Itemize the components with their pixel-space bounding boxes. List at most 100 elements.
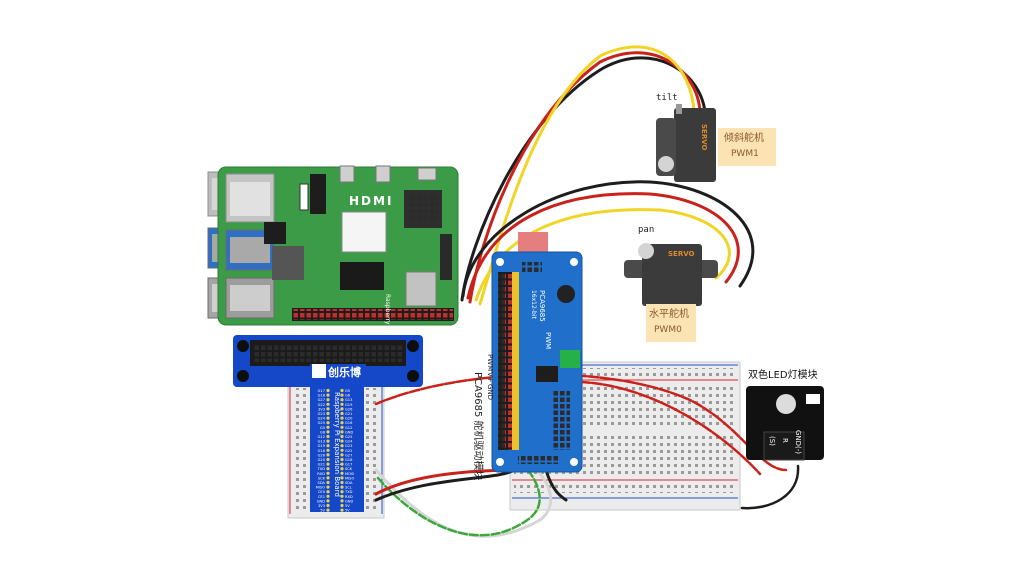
cobbler-left-pin-label: G17: [318, 389, 325, 393]
cobbler-right-pin-label: G5: [345, 389, 350, 393]
cobbler-left-pin-label: G24: [318, 417, 326, 421]
cobbler-left-pin-label: G25: [318, 421, 325, 425]
cobbler-right-pin-dot: [340, 425, 344, 429]
pca-side-label-gnd: GND: [486, 384, 494, 400]
cobbler-left-pin-label: G18: [318, 394, 326, 398]
cobbler-right-pin-label: SCL: [345, 486, 352, 490]
cobbler-right-pin-label: G27: [345, 453, 352, 457]
cobbler-left-pin-label: G13: [318, 440, 325, 444]
cobbler-right-pin-label: G23: [345, 444, 352, 448]
cobbler-left-pin-dot: [326, 411, 330, 416]
cobbler-right-pin-dot: [340, 448, 344, 452]
cobbler-vertical-text: Raspberry Pi Expansion Board: [333, 392, 341, 497]
cobbler-brand: 创乐博: [327, 365, 361, 379]
cobbler-right-pin-dot: [340, 457, 344, 462]
pca-model-label: PCA9685: [538, 290, 546, 322]
cobbler-left-pin-dot: [326, 416, 330, 420]
cobbler-right-pin-dot: [340, 416, 344, 420]
tilt-label: tilt: [656, 93, 678, 103]
wire-pan-red: [466, 192, 740, 300]
pca-side-label-pwm: PWM: [486, 354, 494, 371]
pan-servo-brand: SERVO: [668, 250, 695, 258]
cobbler-left-pin-dot: [326, 393, 330, 397]
cobbler-left-pin-label: G26: [318, 453, 326, 457]
cobbler-right-pin-label: MISO: [345, 476, 354, 480]
cobbler-right-pin-label: G24: [345, 440, 353, 444]
led-pin-gnd: GND(-): [794, 430, 802, 454]
cobbler-left-pin-dot: [326, 425, 330, 429]
cobbler-left-pin-label: G12: [318, 435, 325, 439]
cobbler-right-pin-dot: [340, 430, 344, 434]
cobbler-right-pin-label: TXD: [344, 490, 353, 494]
cobbler-left-pin-dot: [326, 407, 330, 411]
cobbler-right-pin-dot: [340, 485, 344, 489]
cobbler-right-pin-label: G25: [345, 435, 352, 439]
cobbler-left-pin-dot: [326, 476, 330, 480]
cobbler-left-pin-dot: [326, 402, 330, 406]
cobbler-left-pin-dot: [326, 457, 330, 462]
wire-gnd-black: [544, 468, 568, 502]
wire-i2c-green: [376, 468, 541, 537]
cobbler-right-pin-dot: [340, 494, 344, 498]
wire-led-black: [740, 464, 800, 510]
t-cobbler-board: 创乐博 Raspberry Pi Expansion Board G17G18G…: [233, 335, 423, 513]
cobbler-left-pin-dot: [326, 398, 330, 402]
cobbler-right-pin-dot: [340, 503, 344, 508]
cobbler-right-pin-label: G20: [345, 417, 353, 421]
tilt-servo-brand: SERVO: [700, 124, 708, 151]
pi-model-label: Raspberry Pi 5: [384, 294, 391, 337]
cobbler-right-pin-dot: [340, 421, 344, 425]
cobbler-right-pin-dot: [340, 471, 344, 475]
cobbler-right-pins: G5G6G13G19G26G21G20G16G12GNDG25G24G23G22…: [340, 388, 354, 513]
cobbler-left-pin-dot: [326, 439, 330, 443]
led-pin-r: R: [781, 438, 789, 443]
cobbler-left-pin-label: MISO: [316, 486, 325, 490]
cobbler-right-pin-dot: [340, 398, 344, 402]
cobbler-right-pin-dot: [340, 508, 344, 512]
cobbler-left-pins: G17G18G27G223V3G23G24G25G5G6G12G13G19G16…: [316, 388, 330, 513]
cobbler-right-pin-dot: [340, 462, 344, 466]
cobbler-right-pin-label: G6: [345, 394, 351, 398]
cobbler-right-pin-label: G16: [345, 421, 353, 425]
pca9685-board: PCA9685 16x12-bit PWM PWM V+ GND: [486, 232, 583, 473]
tilt-servo: SERVO: [656, 104, 716, 182]
cobbler-left-pin-dot: [326, 471, 330, 475]
cobbler-right-pin-dot: [340, 480, 344, 485]
cobbler-right-pin-label: MOSI: [345, 472, 354, 476]
cobbler-right-pin-label: SDA: [345, 481, 353, 485]
cobbler-left-pin-dot: [326, 453, 330, 457]
cobbler-right-pin-label: SCK: [345, 467, 353, 471]
cobbler-right-pin-label: G17: [345, 463, 352, 467]
cobbler-left-pin-label: CE1: [318, 495, 325, 499]
cobbler-left-pin-label: G20: [318, 458, 326, 462]
cobbler-left-pin-label: G22: [318, 403, 325, 407]
led-module-title: 双色LED灯模块: [748, 368, 818, 381]
raspberry-pi-board: HDMI Raspberry Pi 5: [207, 165, 459, 337]
cobbler-left-pin-label: G16: [318, 449, 326, 453]
cobbler-left-pin-dot: [326, 490, 330, 494]
cobbler-left-pin-label: G21: [318, 463, 325, 467]
wire-pan-black: [461, 180, 755, 298]
cobbler-right-pin-dot: [340, 444, 344, 448]
wire-signal-red-2: [578, 380, 762, 476]
cobbler-right-pin-dot: [340, 439, 344, 443]
cobbler-right-pin-label: G21: [345, 412, 352, 416]
cobbler-right-pin-dot: [340, 411, 344, 416]
cobbler-left-pin-dot: [326, 467, 330, 471]
cobbler-right-pin-dot: [340, 467, 344, 471]
cobbler-right-pin-dot: [340, 388, 344, 393]
cobbler-left-pin-label: SDA: [318, 481, 326, 485]
cobbler-left-pin-label: G5: [320, 426, 325, 430]
cobbler-left-pin-label: 3V3: [318, 504, 325, 508]
cobbler-right-pin-label: G13: [345, 398, 352, 402]
tilt-note-sub: PWM1: [731, 149, 759, 159]
cobbler-right-pin-dot: [340, 476, 344, 480]
cobbler-left-pin-label: SCK: [318, 476, 326, 480]
cobbler-left-pin-label: CE0: [318, 490, 326, 494]
pan-note: 水平舵机 PWM0: [646, 304, 696, 342]
cobbler-right-pin-label: G19: [345, 403, 353, 407]
cobbler-right-pin-dot: [340, 402, 344, 406]
cobbler-left-pin-dot: [326, 485, 330, 489]
pan-note-sub: PWM0: [654, 325, 682, 335]
cobbler-right-pin-label: G26: [345, 407, 353, 411]
